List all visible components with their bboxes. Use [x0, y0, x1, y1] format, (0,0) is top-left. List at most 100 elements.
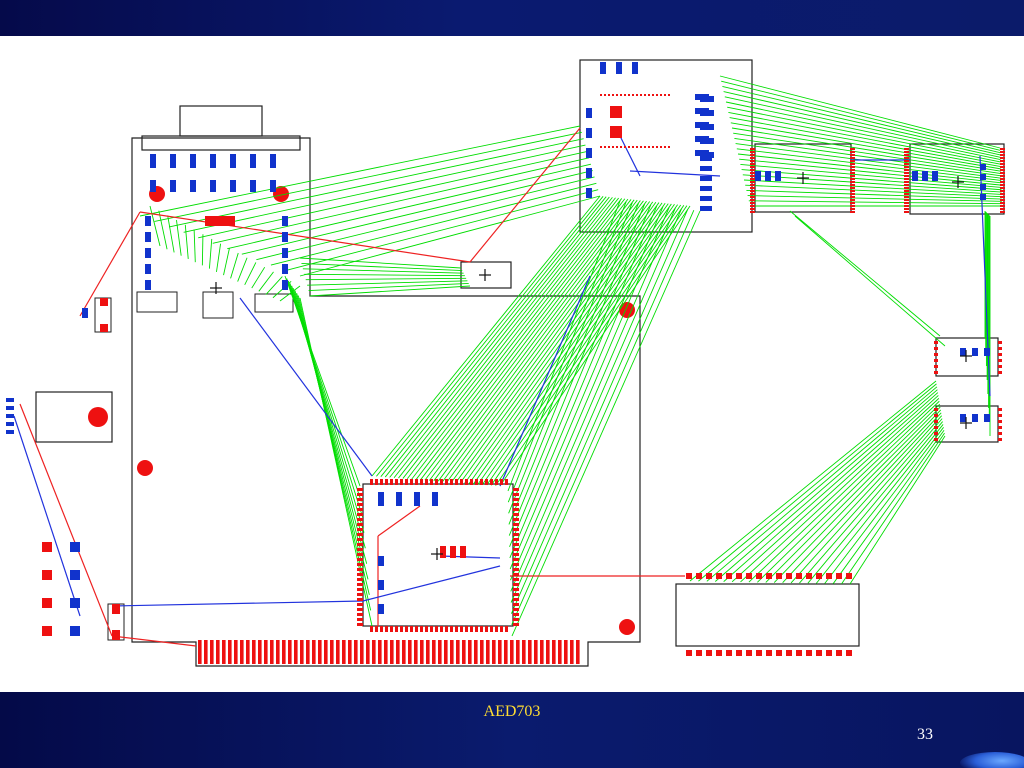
pad	[980, 194, 986, 200]
pad	[796, 650, 802, 656]
pad	[786, 573, 792, 579]
pad	[513, 498, 519, 501]
pad	[405, 479, 408, 485]
pad	[620, 146, 622, 148]
pad	[455, 479, 458, 485]
ratsnest-line	[265, 276, 283, 295]
pad	[430, 479, 433, 485]
pad	[934, 365, 938, 368]
ic-small-mid	[460, 261, 512, 289]
pad	[445, 626, 448, 632]
edge-finger	[558, 640, 562, 664]
pad	[1000, 181, 1005, 183]
ratsnest-line	[411, 198, 629, 480]
pad	[395, 479, 398, 485]
pad	[480, 479, 483, 485]
pad	[505, 626, 508, 632]
edge-finger	[282, 640, 286, 664]
ratsnest-line	[223, 248, 230, 276]
ratsnest-line	[279, 285, 301, 302]
pad	[425, 626, 428, 632]
pad	[250, 180, 256, 192]
pad	[726, 573, 732, 579]
ratsnest-line	[706, 386, 938, 582]
ratsnest-line	[698, 383, 937, 582]
pad	[513, 528, 519, 531]
pad	[586, 188, 592, 198]
pad	[425, 479, 428, 485]
ratsnest-line	[158, 210, 168, 250]
pad	[42, 542, 52, 552]
pcb-layout-canvas[interactable]	[0, 36, 1024, 692]
pad	[513, 523, 519, 526]
pad	[1000, 193, 1005, 195]
pad	[357, 588, 363, 591]
pad	[357, 573, 363, 576]
ratsnest-line	[437, 200, 647, 482]
pad	[495, 626, 498, 632]
ratsnest-line	[208, 238, 213, 269]
ratsnest-line	[832, 429, 945, 584]
pad	[513, 548, 519, 551]
edge-finger	[576, 640, 580, 664]
pad	[225, 216, 235, 226]
pad	[620, 94, 622, 96]
ratsnest-line	[509, 205, 658, 559]
pad	[150, 180, 156, 192]
pad	[495, 479, 498, 485]
ratsnest-line	[297, 295, 372, 611]
pad	[6, 398, 14, 402]
corner-decoration	[960, 752, 1024, 768]
pad	[378, 492, 384, 506]
pad	[513, 493, 519, 496]
pad	[998, 371, 1002, 374]
ratsnest-line	[154, 131, 582, 222]
edge-finger	[204, 640, 208, 664]
pad	[850, 208, 855, 210]
pad	[998, 341, 1002, 344]
pad	[664, 146, 666, 148]
pad	[700, 124, 714, 130]
pad	[648, 146, 650, 148]
pad	[410, 626, 413, 632]
ratsnest-line	[227, 163, 592, 250]
pad	[513, 618, 519, 621]
ratsnest-line	[406, 198, 626, 480]
pad	[490, 479, 493, 485]
pad	[934, 408, 938, 411]
ratsnest-line	[424, 199, 638, 481]
pad	[414, 492, 420, 506]
pad	[750, 169, 755, 171]
pad	[972, 348, 978, 356]
pad	[632, 94, 634, 96]
edge-finger	[270, 640, 274, 664]
pad	[766, 650, 772, 656]
edge-finger	[324, 640, 328, 664]
pad	[1000, 208, 1005, 210]
pad	[980, 174, 986, 180]
edge-finger	[384, 640, 388, 664]
pad	[686, 650, 692, 656]
ratsnest-line	[509, 206, 664, 570]
pad	[632, 62, 638, 74]
pad	[513, 578, 519, 581]
ratsnest-line	[807, 421, 943, 584]
trace-blue	[619, 135, 641, 177]
ratsnest-line	[299, 257, 462, 269]
pad	[435, 626, 438, 632]
edge-finger	[486, 640, 490, 664]
ratsnest-line	[304, 273, 465, 277]
pad	[513, 513, 519, 516]
pad	[450, 546, 456, 558]
pad	[1000, 190, 1005, 192]
pad	[746, 650, 752, 656]
ratsnest-line	[380, 196, 607, 477]
ratsnest-line	[212, 157, 590, 244]
ic-right-small-b	[935, 405, 999, 443]
part-small-4	[136, 291, 178, 313]
pad	[750, 184, 755, 186]
pad	[145, 248, 151, 258]
trace-red	[79, 211, 141, 317]
pad	[6, 414, 14, 418]
pad	[984, 414, 990, 422]
